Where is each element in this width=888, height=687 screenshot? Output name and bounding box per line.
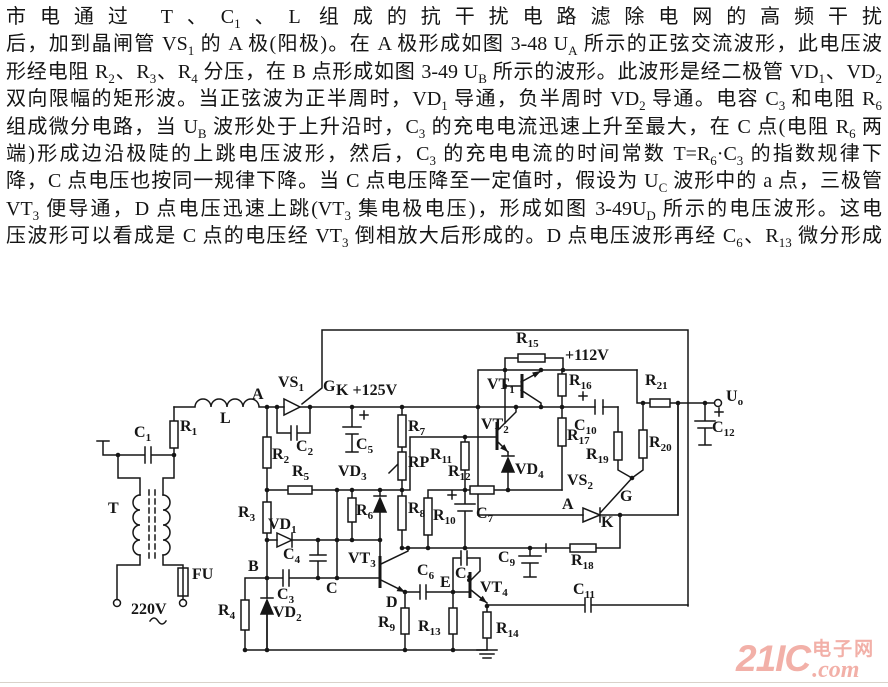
paragraph-line: VT3 便导通，D 点电压迅速上跳(VT3 集电极电压)，形成如图 3-49UD… — [6, 197, 883, 223]
watermark-brand: 21IC — [736, 638, 811, 679]
description-paragraph: 市电通过 T、C1、L 组成的抗干扰电路滤除电网的高频干扰后，加到晶闸管 VS1… — [6, 4, 882, 251]
paragraph-line: 降，C 点电压也按同一规律下降。当 C 点电压降至一定值时，假设为 UC 波形中… — [6, 170, 882, 196]
paragraph-line: 后，加到晶闸管 VS1 的 A 极(阳极)。在 A 极形成如图 3-48 UA … — [6, 33, 883, 59]
watermark-21ic: 21IC 电子网 .com — [736, 638, 876, 683]
page-bottom-rule — [0, 682, 888, 683]
paragraph-line: 压波形可以看成是 C 点的电压经 VT3 倒相放大后形成的。D 点电压波形再经 … — [6, 225, 883, 251]
paragraph-line: 市电通过 T、C1、L 组成的抗干扰电路滤除电网的高频干扰 — [6, 6, 882, 31]
watermark-tld: .com — [812, 657, 860, 683]
paragraph-line: 形经电阻 R2、R3、R4 分压，在 B 点形成如图 3-49 UB 所示的波形… — [6, 60, 882, 86]
paragraph-line: 端)形成边沿极陡的上跳电压波形，然后，C3 的充电电流的时间常数 T=R6·C3… — [6, 143, 883, 169]
watermark-cn: 电子网 — [812, 639, 876, 660]
paragraph-line: 组成微分电路，当 UB 波形处于上升沿时，C3 的充电电流迅速上升至最大，在 C… — [6, 115, 883, 141]
paragraph-line: 双向限幅的矩形波。当正弦波为正半周时，VD1 导通，负半周时 VD2 导通。电容… — [6, 88, 883, 114]
